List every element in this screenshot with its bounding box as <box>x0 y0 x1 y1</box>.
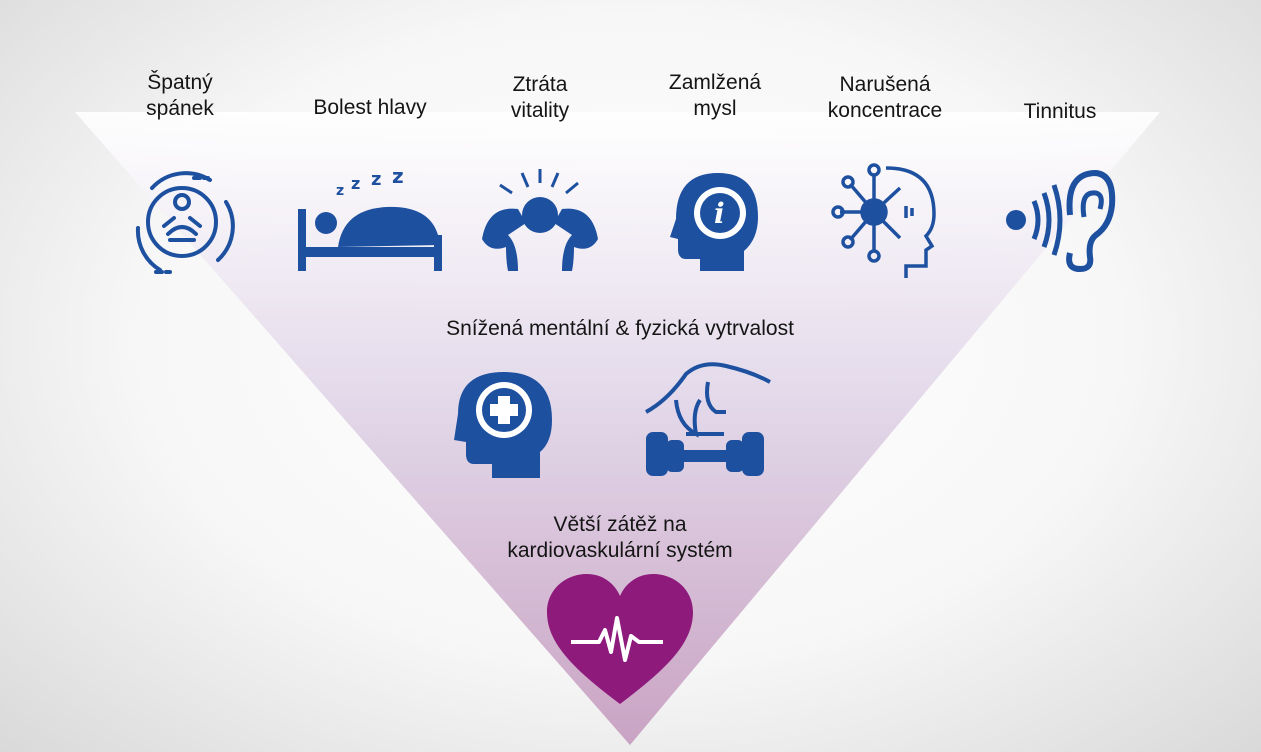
meditation-icon <box>130 168 240 278</box>
label-bolest-hlavy: Bolest hlavy <box>313 96 427 119</box>
head-plus-icon <box>452 368 567 480</box>
label-tinnitus: Tinnitus <box>1023 100 1097 123</box>
funnel-shape <box>75 112 1160 745</box>
label-ztrata-vitality: Ztráta vitality <box>510 73 570 122</box>
label-vetsi-zatez: Větší zátěž na kardiovaskulární systém <box>507 513 733 562</box>
heart-pulse-icon <box>545 572 695 710</box>
label-snizena-vytrvalost: Snížená mentální & fyzická vytrvalost <box>446 317 794 340</box>
stressed-person-icon <box>478 165 608 275</box>
ear-sound-icon <box>1000 165 1120 275</box>
svg-text:z: z <box>336 183 344 199</box>
svg-text:z: z <box>351 174 360 193</box>
label-narusena-koncentrace: Narušená koncentrace <box>827 73 943 122</box>
head-network-icon <box>830 162 950 280</box>
sleeping-in-bed-icon: z z z z <box>296 164 446 275</box>
svg-text:z: z <box>371 169 381 190</box>
head-info-icon: i <box>666 167 766 277</box>
label-zamlzena-mysl: Zamlžená mysl <box>668 71 762 120</box>
svg-text:i: i <box>714 197 725 230</box>
arm-dumbbell-icon <box>642 360 777 480</box>
svg-text:z: z <box>392 164 404 188</box>
label-spatny-spanek: Špatný spánek <box>146 71 214 120</box>
